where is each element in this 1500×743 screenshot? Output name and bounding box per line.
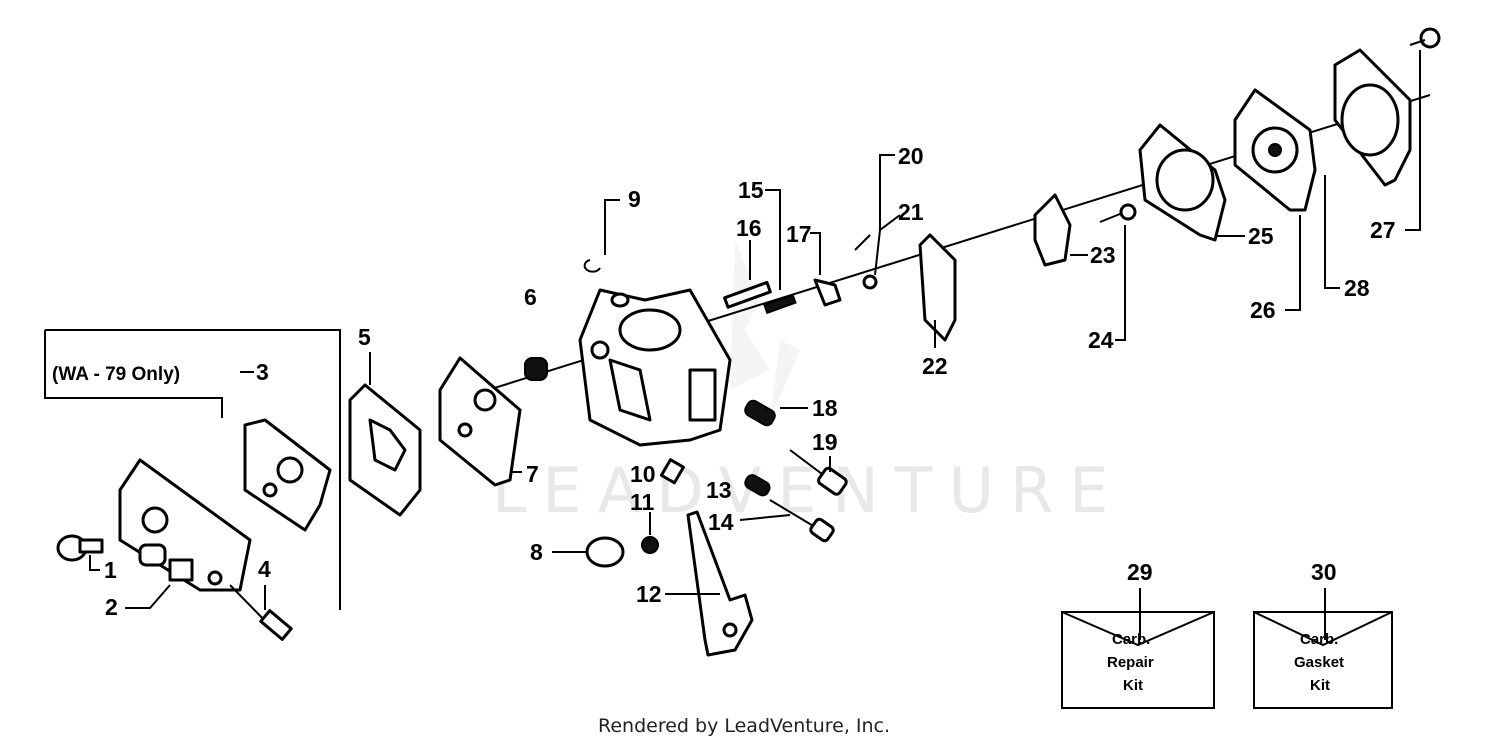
callout-28: 28 [1344,275,1370,301]
part-21-screw [862,274,878,290]
callout-4: 4 [258,556,271,582]
part-20-pin [854,234,871,251]
callout-12: 12 [636,581,662,607]
watermark-logo [730,240,800,420]
callout-20-leader [879,154,895,230]
part-3-plate [243,418,332,532]
kit-29-line3: Kit [1123,677,1143,694]
part-14-screw [769,499,835,543]
carburetor-body [578,288,732,447]
watermark-text: LEADVENTURE [492,454,1124,527]
kit-30-envelope-box [1253,611,1393,709]
callout-24: 24 [1088,327,1114,353]
callout-15: 15 [738,177,764,203]
callout-7: 7 [526,461,539,487]
part-12-lever [686,510,754,657]
callout-20: 20 [898,143,924,169]
callout-1-leader [89,555,100,571]
part-11-needle [641,536,659,554]
kit-29-line1: Carb. [1112,631,1150,648]
part-13-spring [744,474,771,497]
part-15-spring [763,293,797,315]
kit-29-envelope-box [1061,611,1215,709]
part-26-diaphragm [1233,88,1317,212]
kit-30-gasket-envelope: 30 Carb. Gasket Kit [1253,559,1393,709]
part-10-spring [659,458,685,485]
part-18-spring [744,399,776,427]
footer-credit: Rendered by LeadVenture, Inc. [598,715,890,737]
part-23-plate [1033,193,1072,267]
callout-5: 5 [358,324,371,350]
kit-30-number: 30 [1311,559,1337,585]
kit-29-number: 29 [1127,559,1153,585]
callout-9: 9 [628,186,641,212]
callout-16: 16 [736,215,762,241]
callout-18: 18 [812,395,838,421]
callout-14: 14 [708,509,734,535]
part-24-screw [1099,203,1137,223]
callout-21: 21 [898,199,924,225]
part-9-clip [583,259,601,273]
part-22-plate [918,233,957,342]
callout-27: 27 [1370,217,1396,243]
part-5-diaphragm [348,383,422,517]
part-27-screw [1409,27,1441,49]
callout-24-leader [1115,225,1126,341]
kit-29-repair-envelope: 29 Carb. Repair Kit [1061,559,1215,709]
part-2-housing [118,458,252,592]
callout-28-leader [1324,175,1340,289]
part-4-screw [229,584,293,641]
callout-25: 25 [1248,223,1274,249]
callout-10: 10 [630,461,656,487]
callout-17: 17 [786,221,812,247]
kit-29-envelope-flap [1061,611,1215,647]
part-17-lever [813,278,842,307]
part-6-screen [524,357,548,381]
callout-23: 23 [1090,242,1116,268]
part-28-cover [1333,48,1412,187]
part-16-pin [723,280,772,309]
callout-1: 1 [104,557,117,583]
kit-29-line2: Repair [1107,654,1154,671]
wa79-note: (WA - 79 Only) [52,364,180,385]
callout-6: 6 [524,284,537,310]
kit-30-line3: Kit [1310,677,1330,694]
kit-30-envelope-flap [1253,611,1393,647]
callout-9-leader [604,199,620,255]
callout-8: 8 [530,539,543,565]
callout-17-leader [810,232,821,275]
wa79-bracket-lower [44,330,223,418]
callout-27-leader [1405,50,1421,231]
callout-19: 19 [812,429,838,455]
part-7-gasket [438,356,522,487]
callout-3: 3 [256,359,269,385]
callout-26: 26 [1250,297,1276,323]
callout-2: 2 [105,594,118,620]
wa79-bracket [45,329,341,610]
part-8-disc [585,536,625,568]
callout-13: 13 [706,477,732,503]
kit-30-line2: Gasket [1294,654,1344,671]
part-1-screw [56,534,104,562]
callout-14-leader [739,514,791,521]
callout-21-leader [874,214,901,276]
callout-15-leader [765,189,781,290]
callout-22: 22 [922,353,948,379]
callout-2-leader [125,584,171,609]
callout-11: 11 [630,489,655,515]
part-19-screw [789,449,848,496]
callout-26-leader [1285,215,1301,311]
kit-30-line1: Carb. [1300,631,1338,648]
